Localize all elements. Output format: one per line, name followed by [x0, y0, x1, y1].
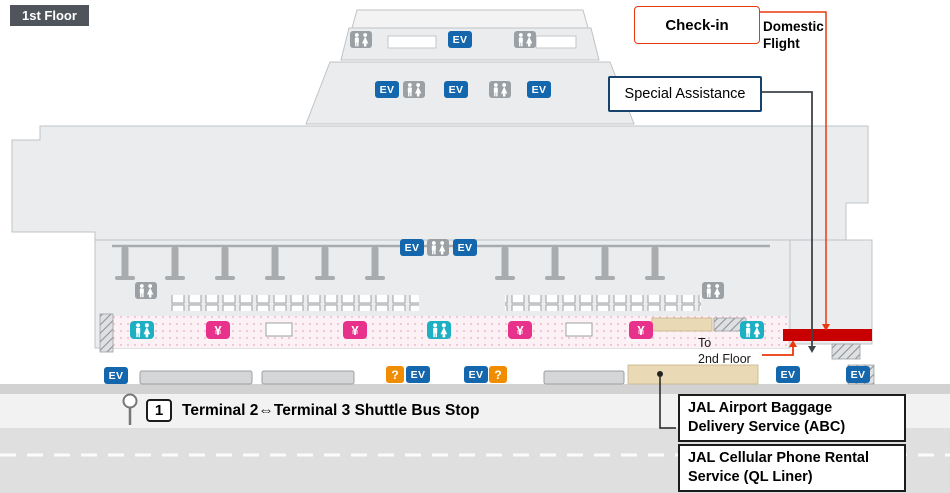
domestic-flight-line2: Flight	[763, 35, 800, 51]
baggage-delivery-service-box: JAL Airport Baggage Delivery Service (AB…	[678, 394, 906, 442]
restroom-icon	[403, 81, 425, 98]
restroom-icon	[427, 321, 451, 339]
elevator-label: EV	[404, 241, 420, 254]
elevator-label: EV	[448, 83, 464, 96]
restroom-icon	[702, 282, 724, 299]
elevator-label: EV	[468, 368, 484, 381]
elevator-icon: EV	[400, 239, 424, 256]
to-2nd-floor-label: To 2nd Floor	[698, 335, 751, 368]
special-assistance-callout: Special Assistance	[608, 76, 762, 112]
checkin-callout: Check-in	[634, 6, 760, 44]
baggage-service-line2: Delivery Service (ABC)	[688, 418, 846, 435]
checkin-counter-highlight	[783, 329, 872, 341]
information-icon: ?	[489, 366, 507, 383]
currency-exchange-icon: ¥	[206, 321, 230, 339]
currency-label: ¥	[637, 322, 645, 338]
to-2nd-floor-line1: To	[698, 336, 712, 350]
currency-exchange-icon: ¥	[508, 321, 532, 339]
baggage-service-callout-line	[659, 377, 676, 429]
restroom-icon	[489, 81, 511, 98]
restroom-icon	[427, 239, 449, 256]
elevator-label: EV	[850, 368, 866, 381]
restroom-icon	[350, 31, 372, 48]
elevator-icon: EV	[104, 367, 128, 384]
elevator-label: EV	[108, 369, 124, 382]
phone-rental-service-box: JAL Cellular Phone Rental Service (QL Li…	[678, 444, 906, 492]
special-assistance-callout-line	[758, 91, 813, 346]
baggage-service-line1: JAL Airport Baggage	[688, 400, 833, 416]
elevator-label: EV	[780, 368, 796, 381]
domestic-flight-line1: Domestic	[763, 19, 824, 34]
elevator-label: EV	[452, 33, 468, 46]
elevator-icon: EV	[453, 239, 477, 256]
currency-label: ¥	[516, 322, 524, 338]
information-icon: ?	[386, 366, 404, 383]
elevator-icon: EV	[527, 81, 551, 98]
checkin-label: Check-in	[665, 16, 729, 34]
to-2nd-floor-line2: 2nd Floor	[698, 352, 751, 367]
phone-rental-line1: JAL Cellular Phone Rental	[688, 450, 870, 466]
elevator-icon: EV	[846, 366, 870, 383]
elevator-label: EV	[531, 83, 547, 96]
restroom-icon	[514, 31, 536, 48]
checkin-callout-line	[760, 11, 827, 324]
to-2nd-floor-arrow	[762, 346, 794, 356]
bus-stop-pole-icon	[122, 393, 138, 425]
floor-badge: 1st Floor	[10, 5, 89, 26]
elevator-icon: EV	[776, 366, 800, 383]
bus-stop-label: Terminal 2⇔Terminal 3 Shuttle Bus Stop	[182, 402, 480, 419]
elevator-icon: EV	[464, 366, 488, 383]
bus-stop-number: 1	[146, 399, 172, 422]
currency-exchange-icon: ¥	[343, 321, 367, 339]
currency-label: ¥	[351, 322, 359, 338]
restroom-icon	[130, 321, 154, 339]
elevator-icon: EV	[375, 81, 399, 98]
elevator-icon: EV	[448, 31, 472, 48]
domestic-flight-label: Domestic Flight	[763, 19, 824, 53]
special-assistance-label: Special Assistance	[624, 86, 746, 102]
elevator-icon: EV	[406, 366, 430, 383]
currency-label: ¥	[214, 322, 222, 338]
currency-exchange-icon: ¥	[629, 321, 653, 339]
elevator-label: EV	[379, 83, 395, 96]
elevator-icon: EV	[444, 81, 468, 98]
phone-rental-line2: Service (QL Liner)	[688, 468, 813, 485]
elevator-label: EV	[457, 241, 473, 254]
restroom-icon	[740, 321, 764, 339]
restroom-icon	[135, 282, 157, 299]
elevator-label: EV	[410, 368, 426, 381]
information-label: ?	[494, 367, 502, 382]
information-label: ?	[391, 367, 399, 382]
